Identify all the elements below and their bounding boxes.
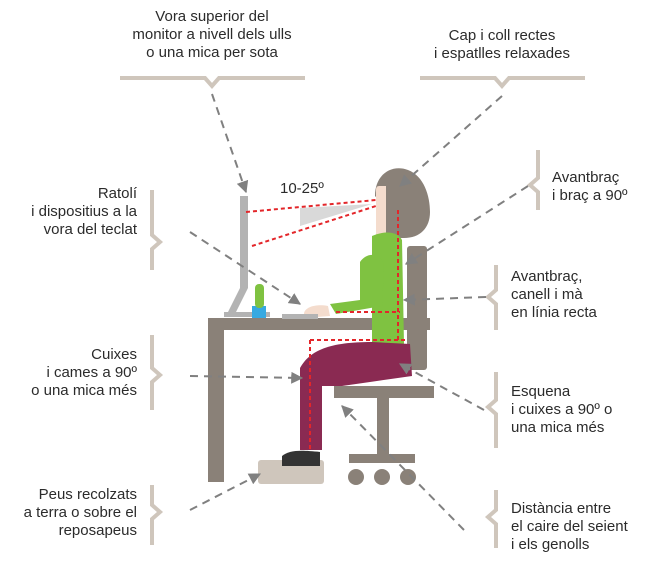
arrow-back bbox=[398, 363, 485, 411]
trousers-shin bbox=[300, 368, 322, 450]
face bbox=[376, 186, 386, 236]
bracket-feet bbox=[150, 485, 164, 545]
label-brackets bbox=[120, 76, 585, 548]
shoe bbox=[282, 450, 320, 466]
label-mouse: Ratolí i dispositius a la vora del tecla… bbox=[31, 185, 137, 238]
bracket-mouse bbox=[150, 190, 164, 270]
arrow-forearm bbox=[404, 185, 529, 265]
person bbox=[282, 168, 430, 466]
arrow-neck bbox=[399, 95, 503, 187]
label-monitor: Vora superior del monitor a nivell dels … bbox=[132, 8, 292, 61]
bracket-thighs bbox=[150, 335, 164, 410]
arrow-monitor bbox=[211, 93, 249, 194]
label-forearm-arm: Avantbraç i braç a 90º bbox=[552, 169, 628, 204]
bracket-seat bbox=[484, 490, 498, 548]
label-feet: Peus recolzats a terra o sobre el reposa… bbox=[23, 486, 137, 539]
label-back: Esquena i cuixes a 90º o una mica més bbox=[511, 383, 613, 436]
label-wrist: Avantbraç, canell i mà en línia recta bbox=[511, 268, 597, 321]
hair bbox=[375, 168, 430, 238]
trousers-thigh bbox=[300, 342, 412, 386]
label-neck: Cap i coll rectes i espatlles relaxades bbox=[434, 27, 570, 62]
arrow-feet bbox=[189, 473, 262, 511]
label-thighs: Cuixes i cames a 90º o una mica més bbox=[31, 346, 137, 399]
keyboard bbox=[282, 314, 318, 319]
arrow-mouse bbox=[189, 231, 302, 305]
label-seat-distance: Distància entre el caire del seient i el… bbox=[511, 500, 628, 553]
bracket-monitor bbox=[120, 76, 305, 90]
arm bbox=[330, 254, 384, 314]
monitor bbox=[224, 196, 270, 317]
bracket-neck bbox=[420, 76, 585, 90]
cactus bbox=[255, 284, 264, 308]
bracket-back bbox=[484, 372, 498, 448]
arrow-thighs bbox=[189, 371, 304, 384]
bracket-wrist bbox=[484, 265, 498, 330]
bracket-forearm bbox=[526, 150, 540, 210]
alignment-guides bbox=[245, 199, 406, 450]
leader-arrows bbox=[189, 93, 529, 531]
label-angle: 10-25º bbox=[280, 180, 324, 197]
viewing-angle bbox=[300, 204, 372, 226]
chair bbox=[334, 246, 434, 485]
arrow-seat bbox=[341, 405, 465, 531]
cactus-pot bbox=[252, 306, 266, 318]
